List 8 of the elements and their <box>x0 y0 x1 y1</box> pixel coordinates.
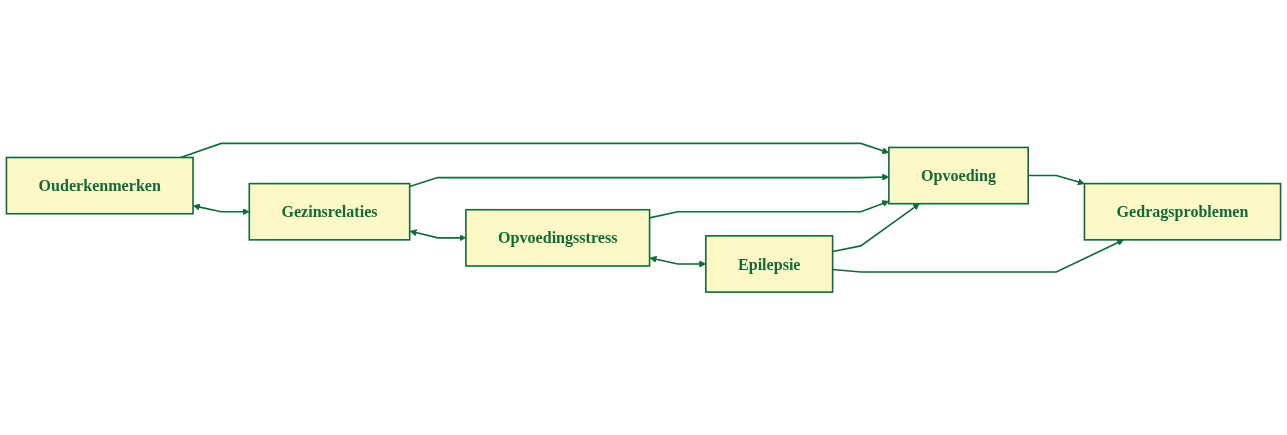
node-box <box>888 146 1029 205</box>
node-box <box>1083 182 1282 241</box>
arrow <box>193 203 250 215</box>
node-box <box>248 182 411 241</box>
node-box <box>465 208 651 267</box>
node-box <box>705 234 834 293</box>
flowchart: Ouderkenmerken Gezinsrelaties Opvoedingsstress Epilepsie Opvoeding Gedragsproblemen <box>0 136 1287 299</box>
node-box <box>5 156 194 215</box>
